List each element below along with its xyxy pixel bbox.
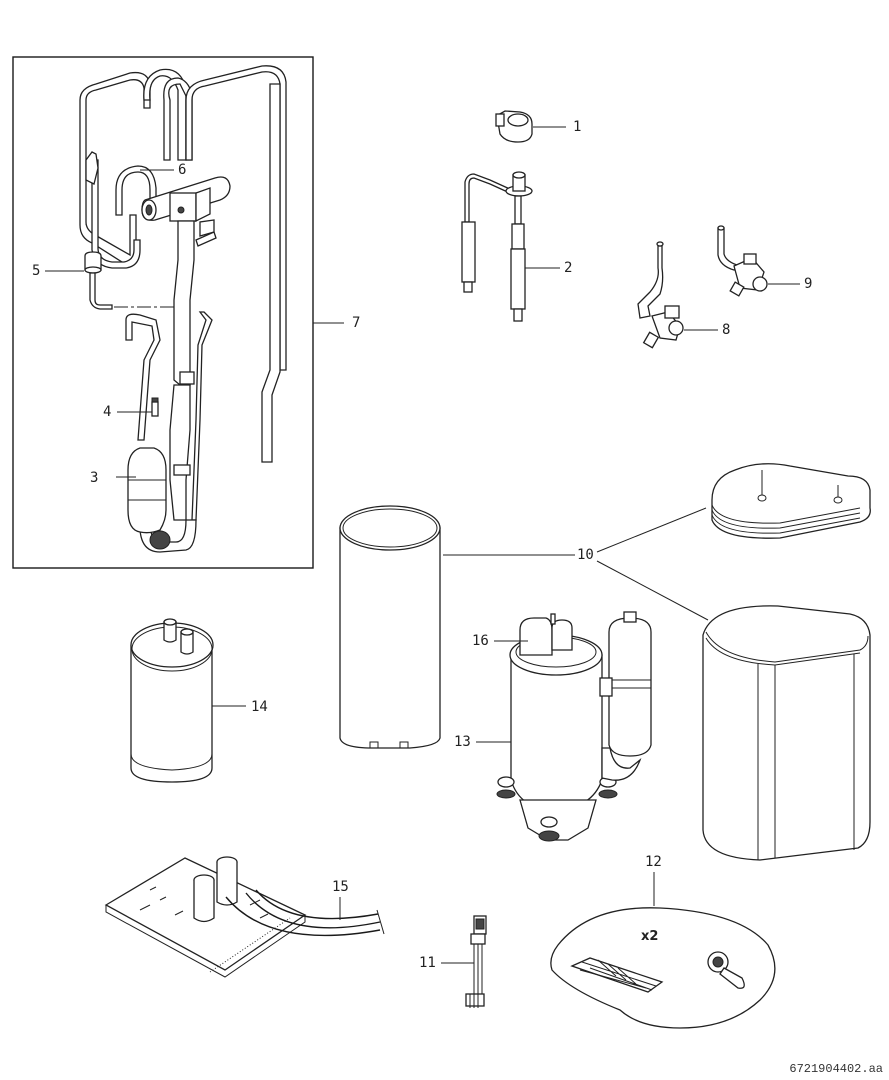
callout-4[interactable]: 4 — [103, 404, 112, 420]
part-11-drawing — [465, 915, 487, 1008]
group-box-7 — [12, 56, 314, 569]
callout-12[interactable]: 12 — [645, 854, 662, 870]
callout-11[interactable]: 11 — [419, 955, 436, 971]
callout-14[interactable]: 14 — [251, 699, 268, 715]
callout-1[interactable]: 1 — [573, 119, 582, 135]
callout-8[interactable]: 8 — [722, 322, 731, 338]
callout-10[interactable]: 10 — [577, 547, 594, 563]
part-1-drawing — [495, 110, 533, 143]
part-9-drawing — [717, 225, 768, 297]
part-14-drawing — [130, 618, 214, 783]
quantity-note: x2 — [641, 929, 659, 944]
part-10-jacket-lid — [711, 463, 871, 539]
part-15-drawing — [104, 856, 385, 978]
leader-10c — [596, 560, 709, 621]
part-12-drawing — [550, 907, 776, 1029]
part-8-drawing — [637, 241, 684, 349]
part-10-jacket-cylinder — [339, 505, 441, 749]
callout-6[interactable]: 6 — [178, 162, 187, 178]
screw-fitting — [707, 951, 745, 989]
callout-2[interactable]: 2 — [564, 260, 573, 276]
callout-5[interactable]: 5 — [32, 263, 41, 279]
callout-9[interactable]: 9 — [804, 276, 813, 292]
part-2-drawing — [461, 171, 533, 322]
leader-10b — [596, 507, 707, 553]
callout-7[interactable]: 7 — [352, 315, 361, 331]
callout-15[interactable]: 15 — [332, 879, 349, 895]
callout-13[interactable]: 13 — [454, 734, 471, 750]
callout-16[interactable]: 16 — [472, 633, 489, 649]
heat-sink-pad — [570, 957, 664, 993]
part-13-drawing — [496, 611, 652, 842]
document-code: 6721904402.aa — [789, 1062, 883, 1076]
callout-3[interactable]: 3 — [90, 470, 99, 486]
pipe-assembly-drawing — [79, 65, 287, 553]
part-10-jacket-oval — [702, 605, 871, 861]
